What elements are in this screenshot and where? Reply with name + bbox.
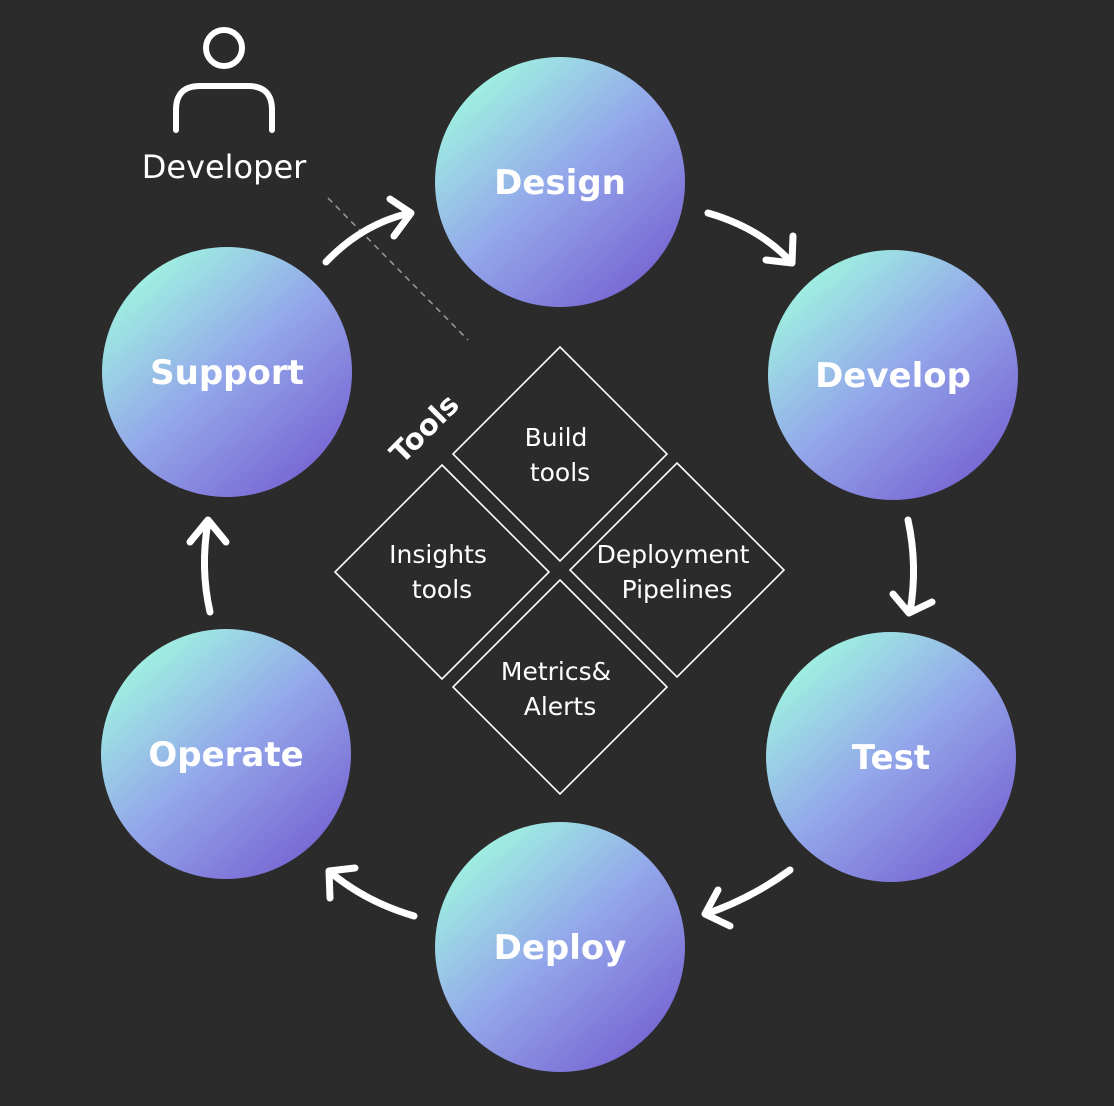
dashed-divider: [327, 197, 469, 341]
arrow-deploy-to-operate: [325, 864, 418, 920]
person-icon: [173, 27, 275, 133]
arrow-operate-to-support: [186, 516, 230, 616]
stage-operate: Operate: [101, 629, 351, 879]
stage-test: Test: [766, 632, 1016, 882]
stage-label: Support: [150, 353, 304, 393]
stage-label: Deploy: [494, 928, 627, 968]
tool-insights-tools: Insights tools: [333, 463, 551, 681]
arrow-design-to-develop: [704, 209, 797, 267]
tool-deployment-pipelines: Deployment Pipelines: [568, 461, 786, 679]
developer-actor: Developer: [142, 27, 307, 186]
arrow-support-to-design: [322, 195, 415, 266]
stage-label: Develop: [815, 356, 971, 396]
stage-support: Support: [102, 247, 352, 497]
tool-label: Insights tools: [389, 540, 495, 604]
stage-develop: Develop: [768, 250, 1018, 500]
stage-label: Operate: [148, 735, 303, 775]
tools-title: Tools: [383, 387, 466, 470]
stage-label: Test: [852, 738, 930, 778]
tool-metrics-alerts: Metrics& Alerts: [451, 578, 669, 796]
stage-deploy: Deploy: [435, 822, 685, 1072]
tools-panel: Tools Build tools Deployment Pipelines M…: [333, 345, 786, 796]
tool-label: Metrics& Alerts: [501, 657, 619, 721]
tool-label: Deployment Pipelines: [597, 540, 758, 604]
tool-build-tools: Build tools: [451, 345, 669, 563]
developer-label: Developer: [142, 148, 307, 186]
stage-design: Design: [435, 57, 685, 307]
arrow-test-to-deploy: [701, 866, 794, 930]
arrow-develop-to-test: [889, 516, 936, 617]
stage-label: Design: [494, 163, 626, 203]
tool-label: Build tools: [525, 423, 596, 487]
